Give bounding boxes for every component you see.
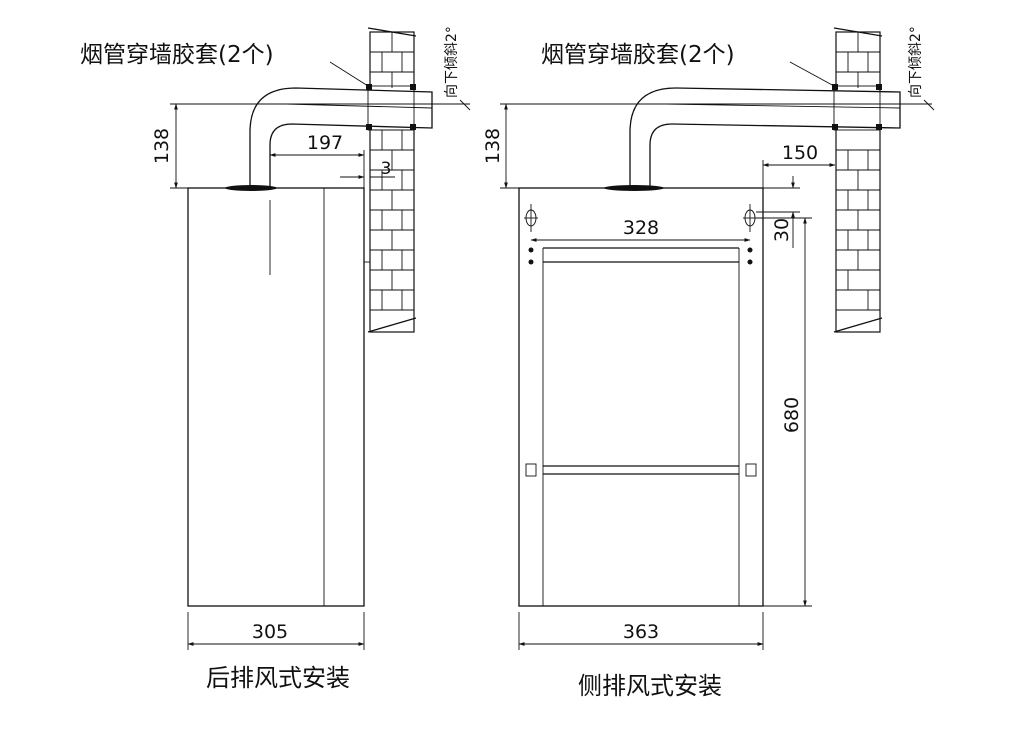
right-dim-328: 328 (623, 217, 659, 239)
left-dim-197: 197 (307, 132, 343, 154)
right-slope-label: 向下倾斜2° (908, 26, 924, 98)
right-dim-150: 150 (782, 142, 818, 164)
left-dimensions (170, 61, 471, 650)
right-dim-30: 30 (771, 218, 793, 242)
left-caption: 后排风式安装 (206, 664, 350, 692)
right-boiler-frame (518, 187, 764, 607)
right-sleeve-label: 烟管穿墙胶套(2个) (541, 42, 735, 68)
left-flue-pipe (225, 84, 433, 191)
right-dimensions (500, 61, 935, 650)
mounting-hole-right-icon (743, 204, 757, 232)
left-brick-wall (367, 27, 417, 333)
left-sleeve-label: 烟管穿墙胶套(2个) (80, 42, 274, 68)
right-dim-680: 680 (781, 397, 803, 433)
right-caption: 侧排风式安装 (578, 672, 722, 700)
mounting-hole-left-icon (524, 204, 538, 232)
side-exhaust-view: 138 150 328 30 680 363 烟管穿墙胶套(2个) 向下倾斜2°… (482, 26, 935, 700)
right-dim-138: 138 (482, 128, 504, 164)
left-dim-3: 3 (381, 159, 392, 179)
left-boiler-body (187, 187, 370, 607)
right-dim-363: 363 (623, 621, 659, 643)
left-dim-305: 305 (252, 621, 288, 643)
left-slope-label: 向下倾斜2° (444, 26, 460, 98)
left-dim-138: 138 (151, 128, 173, 164)
right-brick-wall (833, 27, 883, 333)
rear-exhaust-view: 138 197 3 305 烟管穿墙胶套(2个) 向下倾斜2° 后排风式安装 (80, 26, 471, 692)
right-flue-pipe (604, 84, 901, 191)
